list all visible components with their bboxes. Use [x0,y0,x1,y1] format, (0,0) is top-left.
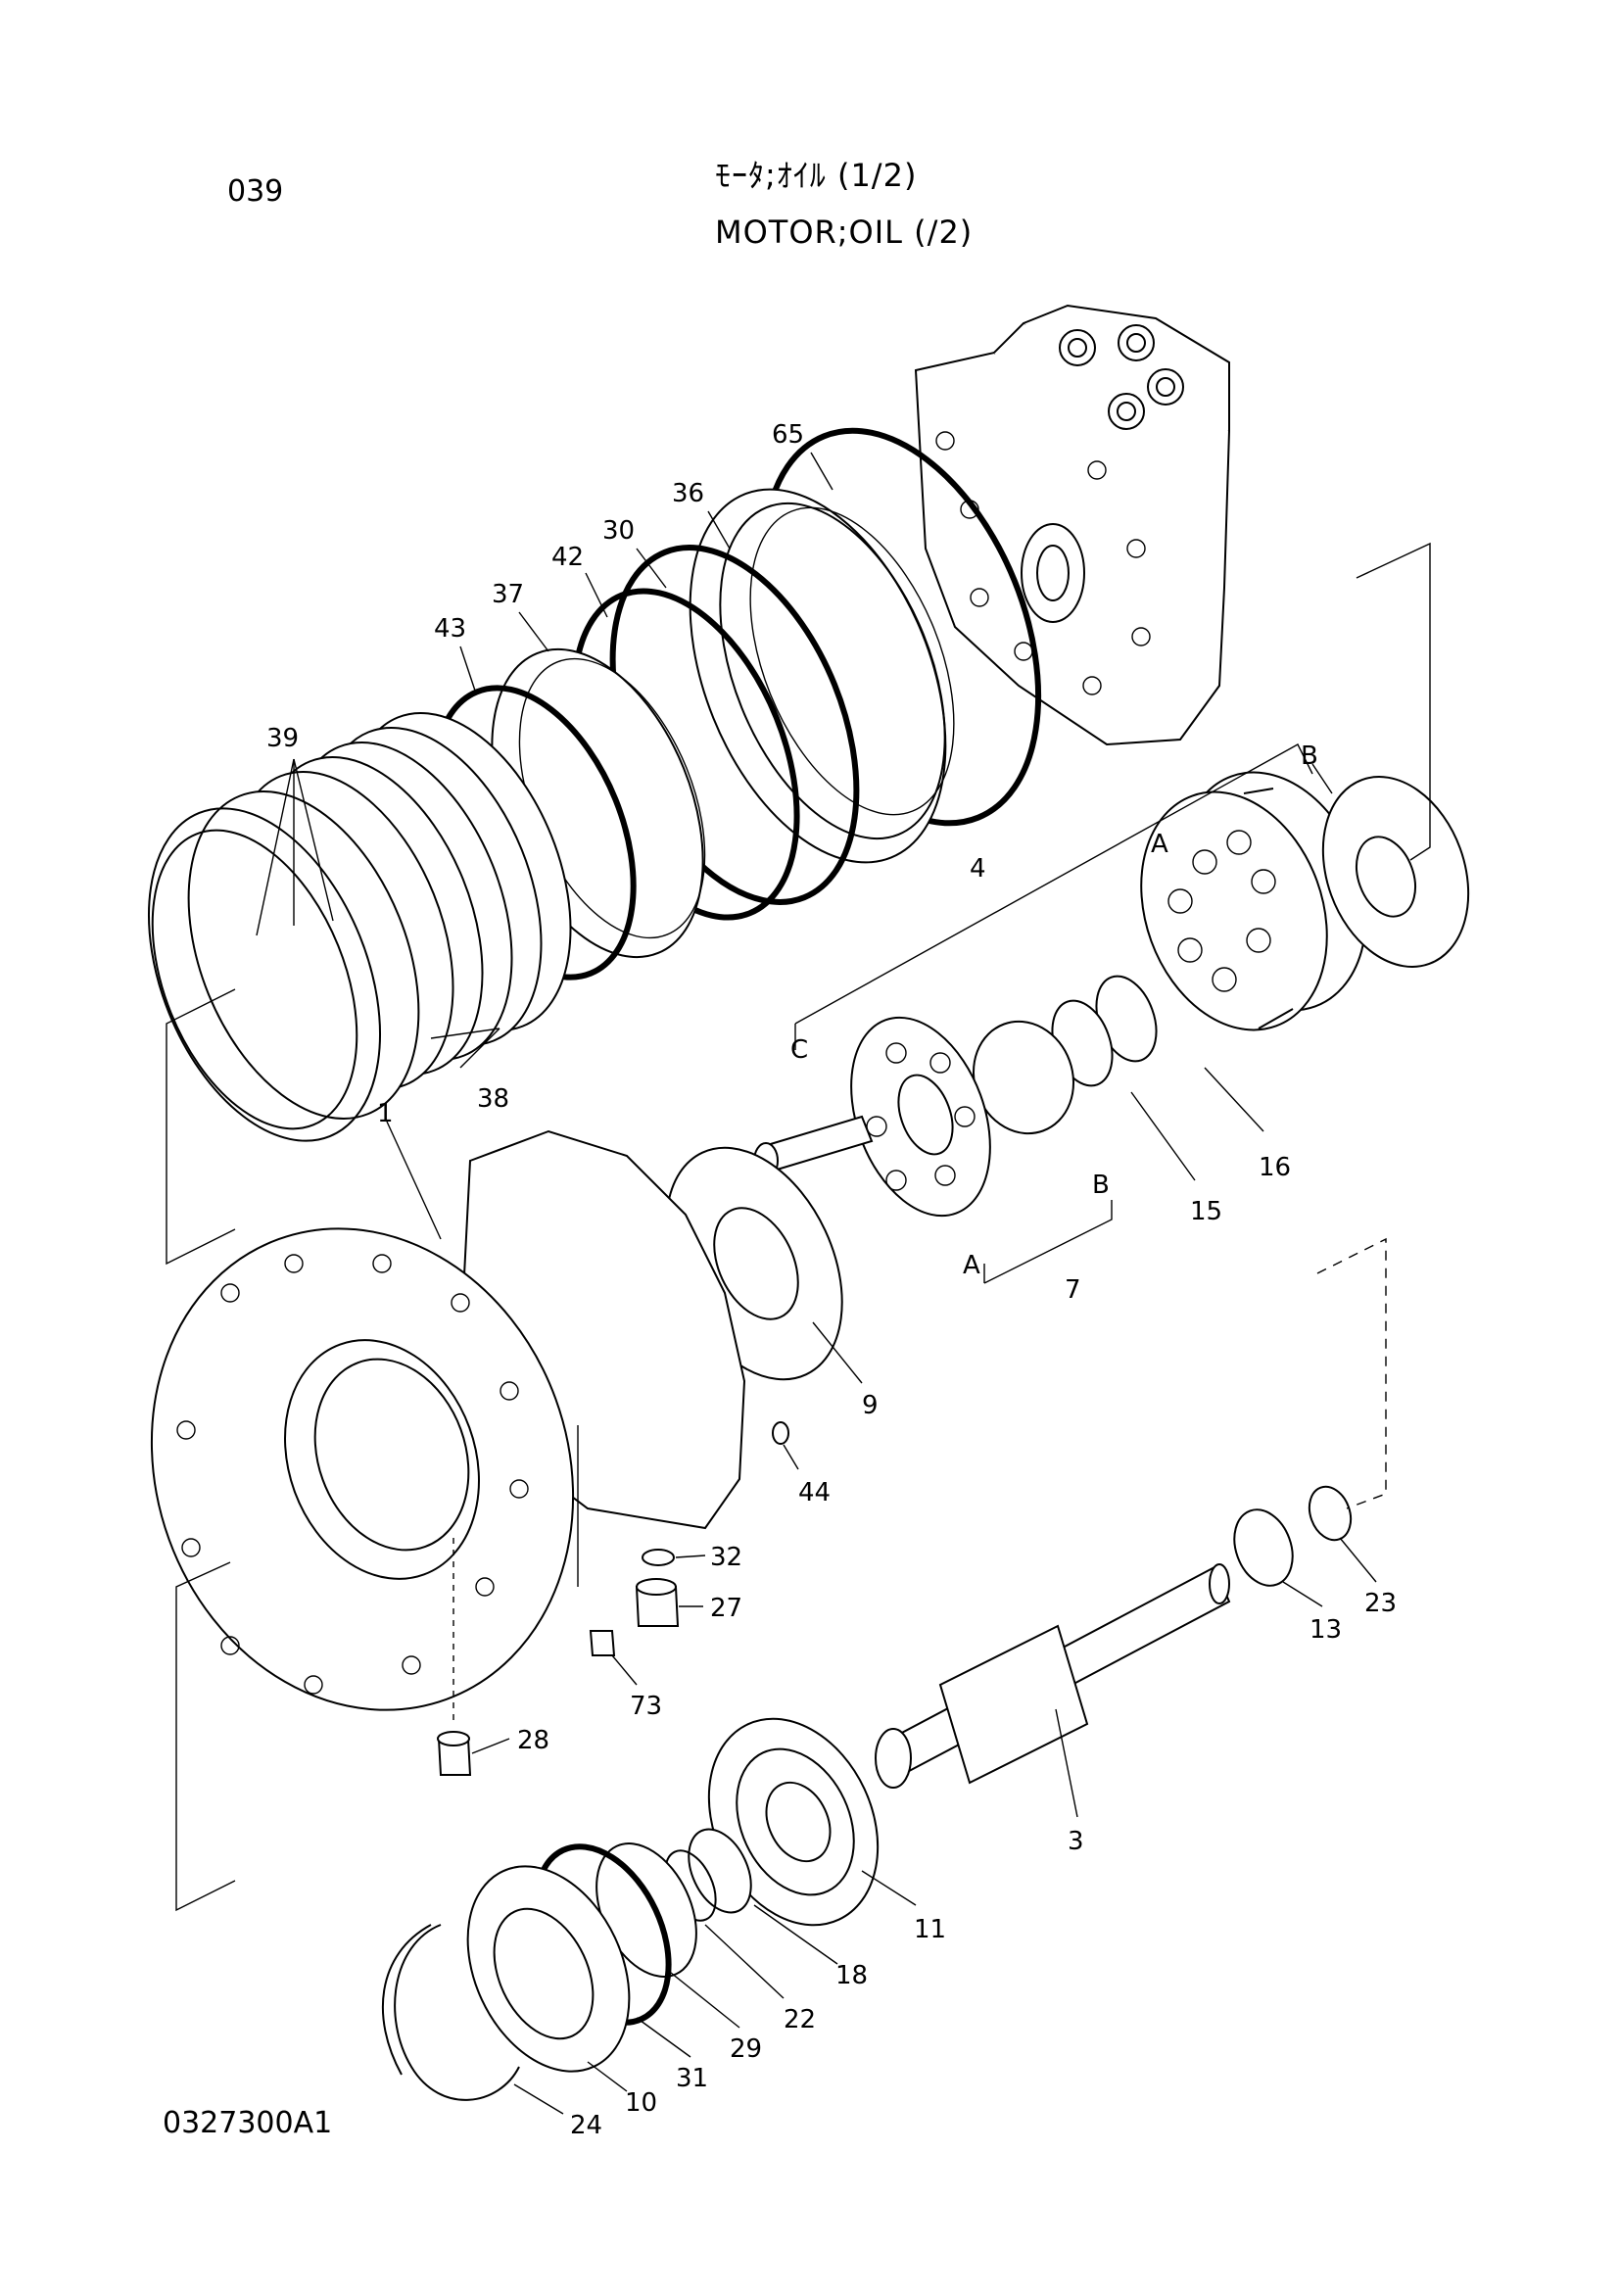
callout-sub-c: C [790,1035,808,1065]
callout-16: 16 [1259,1153,1291,1182]
callout-31: 31 [676,2064,708,2093]
reference-lines [166,542,1431,1912]
cylinder-block [1140,771,1367,1031]
drawing-number: 0327300A1 [163,2106,332,2140]
plug-73 [589,1630,616,1656]
collar-13 [1233,1508,1294,1587]
callout-sub-b-mid: B [1092,1171,1110,1200]
callout-1: 1 [377,1099,394,1128]
callout-73: 73 [630,1692,662,1721]
callout-13: 13 [1309,1615,1342,1645]
callout-30: 30 [602,516,635,546]
callout-29: 29 [730,2034,762,2064]
callout-39: 39 [266,724,299,753]
callout-sub-a-mid: A [963,1251,980,1280]
callout-36: 36 [672,479,704,508]
callout-sub-b-top: B [1301,741,1318,771]
shaft-3 [875,1563,1231,1789]
snap-ring-23 [1308,1485,1353,1542]
o-ring-44 [772,1421,789,1445]
roller-bearing-11 [707,1717,880,1927]
callout-4: 4 [970,854,986,884]
valve-cover [914,304,1231,746]
callout-15: 15 [1190,1197,1222,1226]
callout-23: 23 [1364,1589,1397,1618]
callout-7: 7 [1065,1275,1081,1305]
callout-27: 27 [710,1594,742,1623]
plug-27 [635,1578,680,1627]
leader-lines [386,452,1377,2115]
title-japanese: ﾓｰﾀ;ｵｲﾙ (1/2) [715,157,917,194]
callout-28: 28 [517,1726,549,1755]
plug-28 [437,1731,472,1776]
snap-ring-24 [382,1924,520,2101]
callout-3: 3 [1068,1827,1084,1856]
callout-24: 24 [570,2111,602,2140]
callout-11: 11 [914,1915,946,1944]
page-number: 039 [227,174,283,209]
motor-casing [150,1129,746,1711]
callout-32: 32 [710,1543,742,1572]
callout-42: 42 [551,543,584,572]
callout-65: 65 [772,420,804,450]
brake-plates-38-39 [147,711,572,1142]
callout-9: 9 [862,1391,879,1420]
callout-labels: 65 36 30 42 37 43 39 38 4 B A C 16 15 B … [266,420,1397,2140]
ring-36 [689,488,955,864]
callout-38: 38 [477,1084,509,1114]
oil-seal-10 [466,1865,631,2073]
retainer-plate-A [850,1016,991,1218]
callout-22: 22 [784,2005,816,2034]
callout-43: 43 [434,614,466,644]
valve-plate-B [1321,776,1470,968]
callout-37: 37 [492,580,524,609]
callout-44: 44 [798,1478,831,1507]
title-english: MOTOR;OIL (/2) [715,214,973,251]
o-ring-32 [642,1549,675,1566]
callout-10: 10 [625,2088,657,2118]
callout-18: 18 [835,1961,868,1990]
callout-sub-a-top: A [1151,830,1168,859]
ring-18 [688,1828,752,1914]
